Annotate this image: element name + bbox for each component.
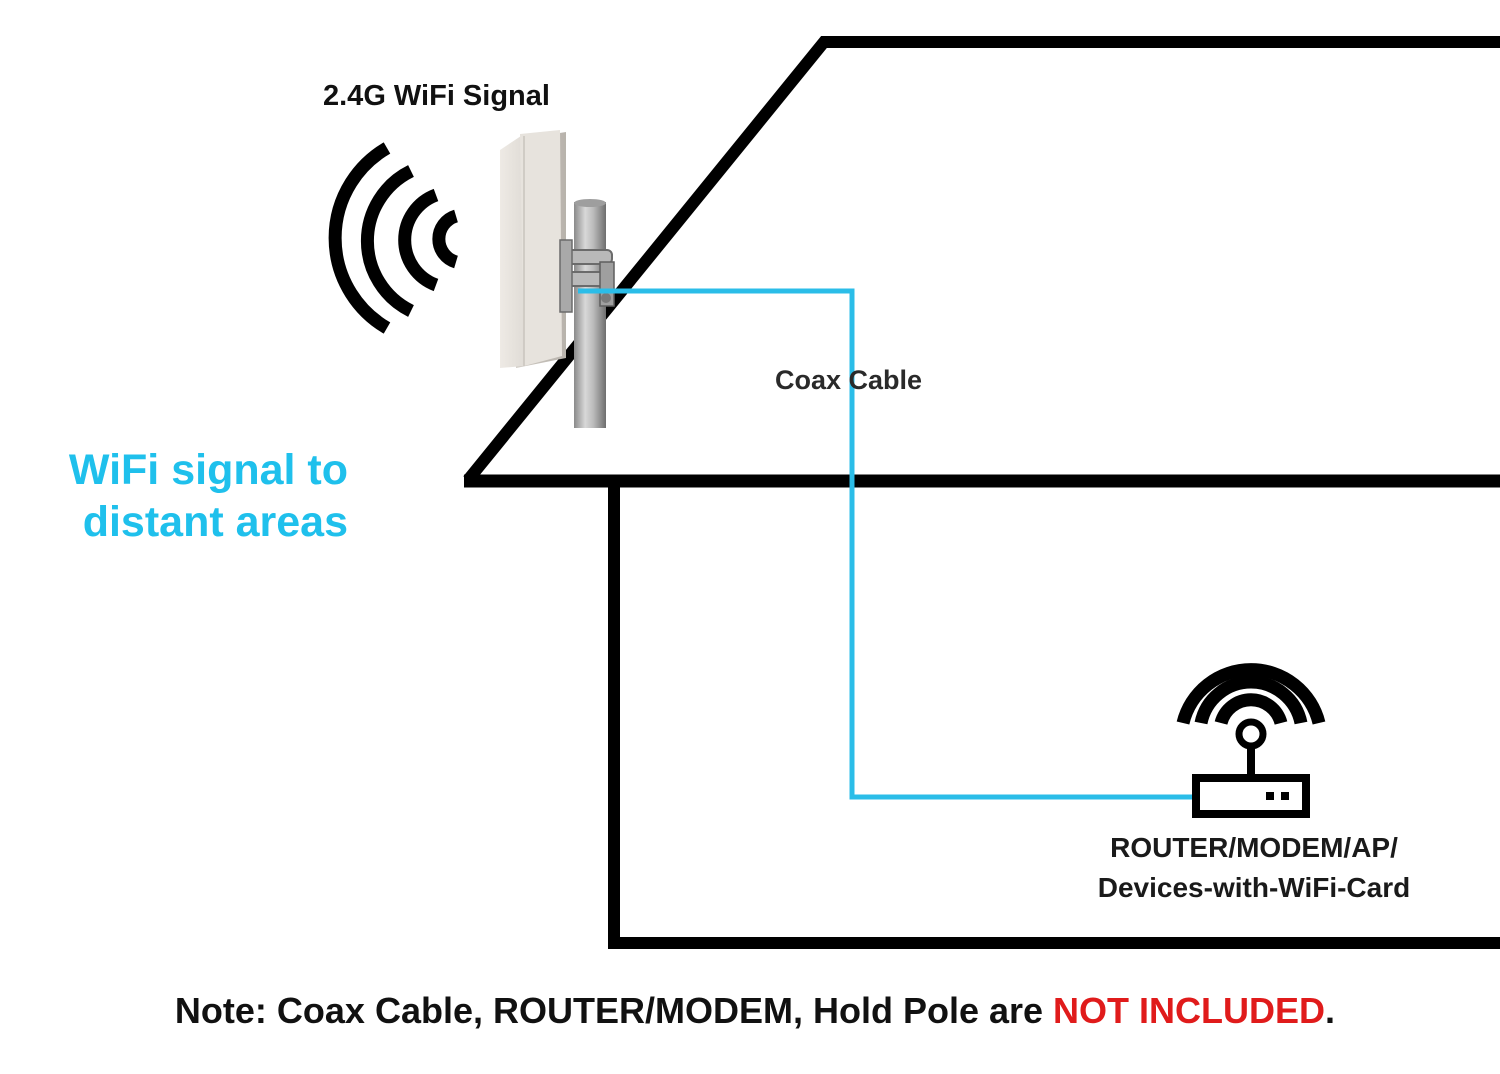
range-tagline-line2: distant areas bbox=[82, 498, 348, 546]
panel-antenna bbox=[500, 130, 566, 368]
router-icon bbox=[1176, 663, 1326, 818]
router-label: ROUTER/MODEM/AP/ Devices-with-WiFi-Card bbox=[1050, 828, 1458, 908]
not-included-note: Note: Coax Cable, ROUTER/MODEM, Hold Pol… bbox=[0, 990, 1500, 1032]
antenna-signal-label: 2.4G WiFi Signal bbox=[323, 80, 550, 112]
note-prefix: Note: Coax Cable, ROUTER/MODEM, Hold Pol… bbox=[174, 990, 1054, 1031]
note-suffix: . bbox=[1325, 990, 1336, 1031]
coax-cable-line bbox=[578, 288, 1196, 800]
router-label-line2: Devices-with-WiFi-Card bbox=[1097, 872, 1411, 903]
hold-pole bbox=[574, 199, 606, 428]
range-tagline-line1: WiFi signal to bbox=[68, 446, 348, 494]
coax-cable-label: Coax Cable bbox=[775, 365, 923, 395]
mounting-bracket bbox=[559, 239, 615, 313]
range-tagline: WiFi signal to distant areas bbox=[36, 444, 348, 548]
house-wall-outline bbox=[608, 481, 1500, 949]
note-highlight: NOT INCLUDED bbox=[1053, 990, 1326, 1031]
wifi-waves-icon bbox=[328, 142, 459, 334]
router-label-line1: ROUTER/MODEM/AP/ bbox=[1110, 832, 1398, 863]
roof-outline bbox=[463, 36, 1500, 484]
